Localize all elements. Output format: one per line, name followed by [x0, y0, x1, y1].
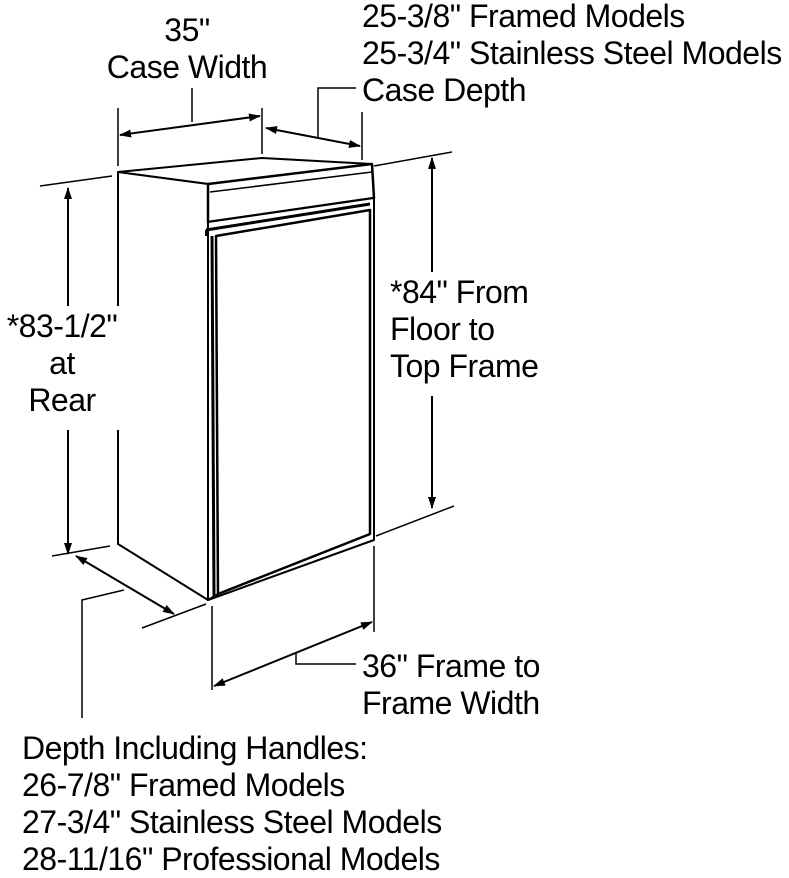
- case-depth-text: Case Depth: [362, 72, 526, 108]
- frame-width-line2: Frame Width: [362, 685, 540, 721]
- handle-depth-title: Depth Including Handles:: [22, 730, 368, 766]
- handle-depth-label: Depth Including Handles: 26-7/8" Framed …: [22, 730, 442, 878]
- case-depth-framed: 25-3/8" Framed Models: [362, 0, 685, 34]
- cabinet-outline: [117, 157, 376, 601]
- case-width-value: 35": [164, 12, 210, 48]
- frame-width-line1: 36" Frame to: [362, 648, 540, 684]
- rear-height-value: *83-1/2": [6, 308, 118, 344]
- case-depth-stainless: 25-3/4" Stainless Steel Models: [362, 35, 782, 71]
- frame-height-line3: Top Frame: [390, 348, 539, 384]
- case-width-text: Case Width: [106, 49, 268, 85]
- frame-width-label: 36" Frame to Frame Width: [362, 648, 540, 722]
- rear-height-at: at: [49, 345, 75, 381]
- rear-height-rear: Rear: [28, 382, 96, 418]
- case-depth-label: 25-3/8" Framed Models 25-3/4" Stainless …: [362, 0, 782, 109]
- case-width-label: 35" Case Width: [104, 12, 270, 86]
- frame-height-line2: Floor to: [390, 311, 495, 347]
- frame-height-label: *84" From Floor to Top Frame: [390, 274, 539, 385]
- handle-depth-professional: 28-11/16" Professional Models: [22, 841, 440, 877]
- handle-depth-stainless: 27-3/4" Stainless Steel Models: [22, 804, 442, 840]
- handle-depth-framed: 26-7/8" Framed Models: [22, 767, 345, 803]
- frame-height-line1: *84" From: [390, 274, 529, 310]
- rear-height-label: *83-1/2" at Rear: [0, 308, 124, 419]
